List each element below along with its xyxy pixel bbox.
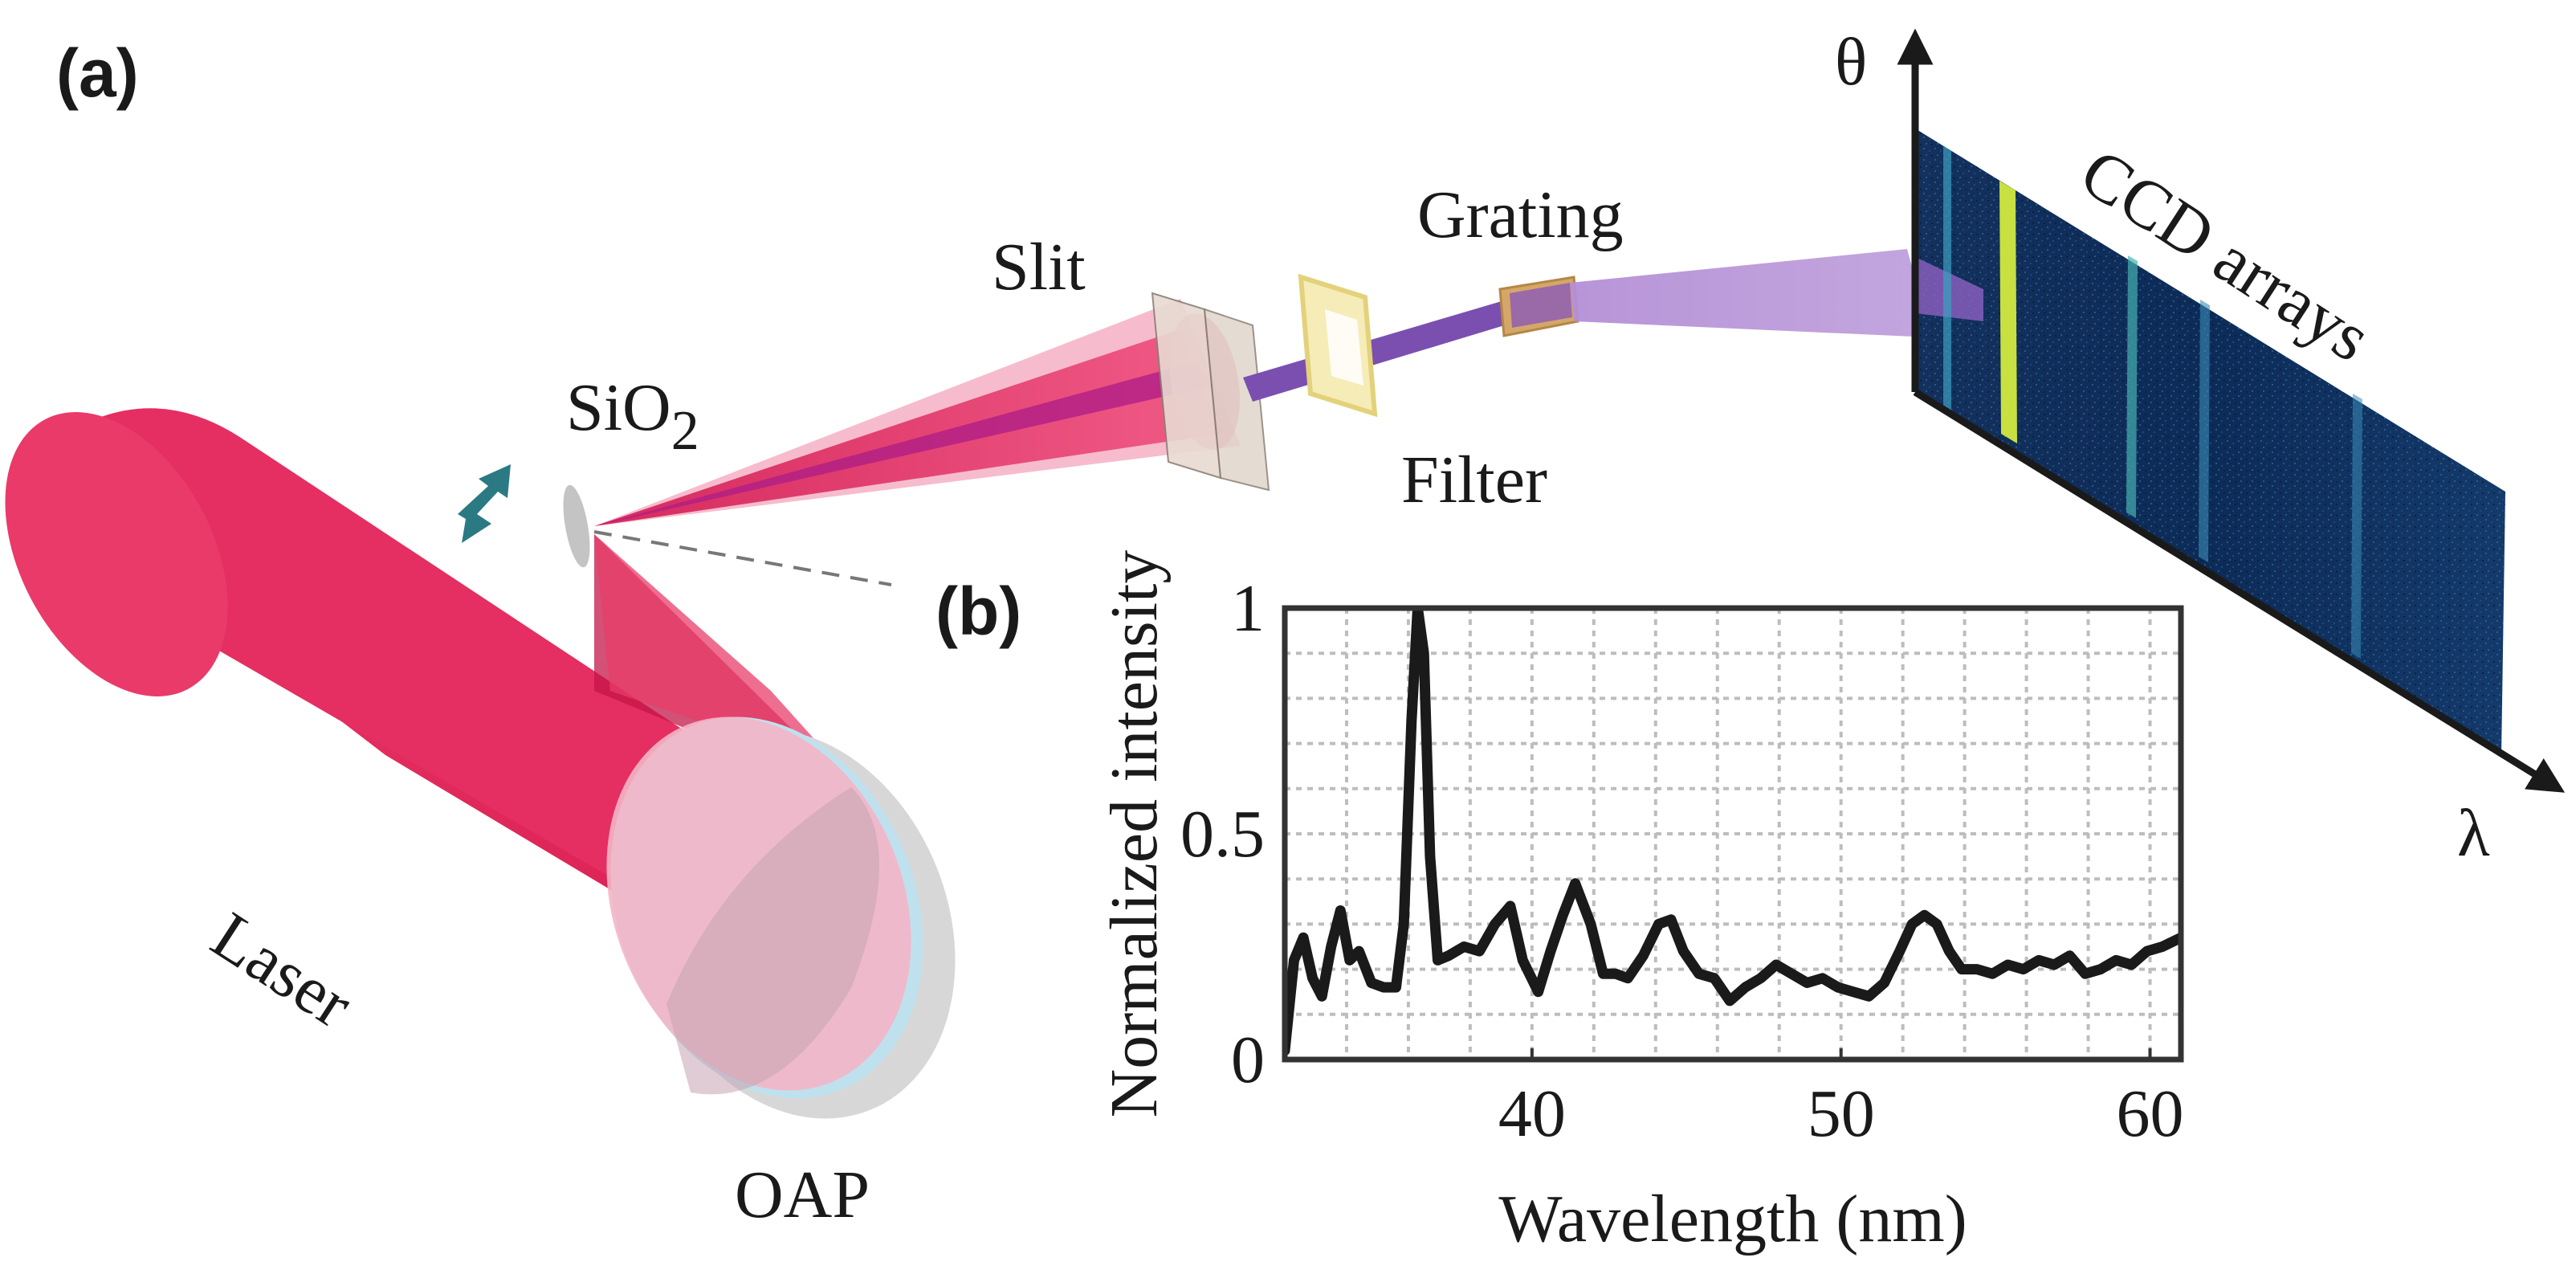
- ccd-harmonic-line-4: [2351, 394, 2362, 659]
- lambda-label: λ: [2457, 796, 2490, 871]
- filter-window: [1325, 309, 1363, 386]
- laser-cylinder-end: [5, 412, 228, 696]
- grating-label: Grating: [1417, 178, 1624, 252]
- ccd-array: [1915, 129, 2505, 755]
- oap-mirror: [606, 717, 956, 1119]
- oap-shadow: [666, 787, 879, 1095]
- sio2-label-sub: 2: [671, 400, 699, 462]
- spectrum-line: [1285, 608, 2181, 1056]
- slit-label: Slit: [992, 230, 1086, 304]
- ccd-harmonic-line-1: [1943, 146, 1951, 411]
- y-tick-label: 0.5: [1180, 797, 1265, 872]
- filter: [1298, 273, 1378, 418]
- ccd-harmonic-line-3: [2199, 300, 2210, 562]
- x-tick-label: 50: [1808, 1076, 1875, 1151]
- x-tick-label: 60: [2117, 1076, 2184, 1151]
- slit-plate-right: [1203, 308, 1270, 492]
- sio2-target: [458, 464, 590, 568]
- grating-face: [1510, 283, 1572, 328]
- y-tick-labels: 00.51: [1180, 571, 1265, 1097]
- y-axis-label: Normalized intensity: [1097, 550, 1172, 1118]
- sio2-label-main: SiO: [566, 370, 671, 445]
- cone-core: [594, 361, 1213, 526]
- plot-frame: [1282, 605, 2184, 1063]
- x-axis-label: Wavelength (nm): [1498, 1182, 1967, 1256]
- y-tick-label: 0: [1231, 1023, 1265, 1097]
- theta-label: θ: [1835, 25, 1867, 100]
- panel-b-label: (b): [935, 574, 1021, 649]
- cone-outer: [594, 299, 1241, 526]
- laser-label: Laser: [199, 898, 365, 1043]
- series-layer: [1285, 608, 2181, 1056]
- panel-a: (a) SiO2 Slit Grating Filter CCD arrays …: [5, 25, 2566, 1232]
- filter-label: Filter: [1401, 443, 1547, 517]
- oap-label: OAP: [735, 1158, 870, 1232]
- slit: [1151, 292, 1270, 492]
- ccd-harmonic-line-2: [2126, 255, 2138, 518]
- purple-beam-1: [1243, 299, 1518, 402]
- target-disc: [563, 484, 590, 568]
- purple-beam-2: [1570, 249, 1931, 337]
- grating: [1498, 276, 1579, 337]
- x-tick-labels: 40 50 60: [1498, 1048, 2184, 1151]
- y-tick-label: 1: [1231, 571, 1265, 646]
- lambda-axis: [1913, 389, 2566, 793]
- sio2-label: SiO2: [566, 370, 699, 462]
- panel-a-label: (a): [56, 35, 139, 111]
- zoom-dashed-line: [593, 530, 892, 586]
- x-tick-label: 40: [1498, 1076, 1566, 1151]
- cone-inner: [594, 329, 1221, 526]
- ccd-harmonic-line-bright: [1999, 181, 2017, 443]
- focus-cone-upper: [594, 534, 843, 771]
- rotation-arrow-icon: [458, 464, 511, 543]
